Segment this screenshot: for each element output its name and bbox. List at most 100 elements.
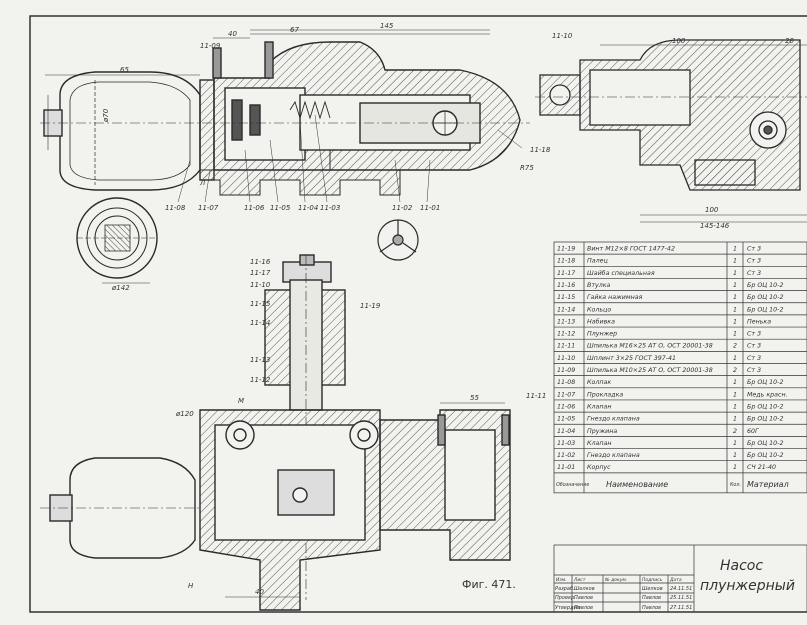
cap-end-view bbox=[76, 197, 158, 279]
bottom-view bbox=[40, 254, 511, 611]
title-signature: Павлов bbox=[642, 605, 661, 611]
part-material: Бр ОЦ 10-2 bbox=[747, 379, 783, 386]
part-material: Ст 3 bbox=[747, 258, 761, 265]
dim-145: 145 bbox=[380, 22, 394, 30]
title-name-line1: Насос bbox=[720, 558, 763, 574]
part-pos: 11-16 bbox=[557, 282, 575, 289]
title-signature: Шелков bbox=[642, 586, 663, 592]
dim-20: 20 bbox=[785, 37, 794, 45]
part-material: Медь красн. bbox=[747, 391, 788, 398]
part-pos: 11-19 bbox=[557, 246, 575, 253]
title-name-line2: плунжерный bbox=[700, 578, 795, 594]
part-pos: 11-08 bbox=[557, 379, 575, 386]
callout: 11-01 bbox=[420, 204, 440, 212]
part-name: Кольцо bbox=[587, 306, 611, 313]
part-name: Прокладка bbox=[587, 391, 623, 398]
part-qty: 1 bbox=[733, 331, 737, 338]
callout: 11-17 bbox=[250, 269, 271, 277]
title-rows: Разраб. Шелков Шелков 24.11.51 Провер. П… bbox=[555, 586, 692, 611]
part-material: Бр ОЦ 10-2 bbox=[747, 294, 783, 301]
part-material: Ст 3 bbox=[747, 367, 761, 374]
side-view bbox=[535, 39, 807, 191]
flange bbox=[199, 79, 215, 181]
part-qty: 1 bbox=[733, 440, 737, 447]
dim-r75: R75 bbox=[520, 164, 534, 172]
title-surname: Шелков bbox=[574, 586, 595, 592]
front-callouts: 11-09 11-08 11-07 11-06 11-05 11-04 11-0… bbox=[165, 42, 551, 212]
title-header: Лист bbox=[573, 577, 586, 583]
part-name: Шпилька М10×25 АТ О, ОСТ 20001-38 bbox=[587, 367, 713, 374]
title-date: 25.11.51 bbox=[670, 595, 692, 601]
section-label-m: М bbox=[238, 397, 244, 405]
parts-header-name: Наименование bbox=[606, 480, 668, 489]
callout: 11-02 bbox=[392, 204, 413, 212]
parts-list-text: 11-19 Винт М12×8 ГОСТ 1477-42 1 Ст 3 11-18 Па… bbox=[556, 246, 789, 489]
part-qty: 2 bbox=[733, 367, 737, 374]
dim-67: 67 bbox=[290, 26, 299, 34]
callout: 11-04 bbox=[298, 204, 318, 212]
parts-header-qty: Кол. bbox=[730, 482, 741, 488]
part-name: Винт М12×8 ГОСТ 1477-42 bbox=[587, 246, 675, 253]
title-role: Провер. bbox=[555, 595, 576, 601]
callout: 11-14 bbox=[250, 319, 270, 327]
dim-phi120: ø120 bbox=[175, 410, 194, 418]
title-signature: Павлов bbox=[642, 595, 661, 601]
section-label-l: Л bbox=[199, 179, 206, 187]
drawing-frame bbox=[29, 15, 807, 613]
dim-145-146: 145-146 bbox=[700, 222, 730, 230]
part-name: Гнездо клапана bbox=[587, 452, 640, 459]
part-name: Гайка нажимная bbox=[587, 294, 643, 301]
part-pos: 11-15 bbox=[557, 294, 575, 301]
part-qty: 1 bbox=[733, 258, 737, 265]
dim-65: 65 bbox=[120, 66, 129, 74]
callout: 11-15 bbox=[250, 300, 271, 308]
part-qty: 2 bbox=[733, 428, 737, 435]
title-surname: Павлов bbox=[574, 595, 593, 601]
callout: 11-11 bbox=[526, 392, 546, 400]
part-material: Ст 3 bbox=[747, 343, 761, 350]
part-qty: 1 bbox=[733, 270, 737, 277]
dim-100a: 100 bbox=[672, 37, 686, 45]
part-name: Гнездо клапана bbox=[587, 416, 640, 423]
part-qty: 1 bbox=[733, 379, 737, 386]
part-qty: 1 bbox=[733, 391, 737, 398]
title-header: Дата bbox=[669, 577, 682, 583]
bottom-dimensions bbox=[225, 402, 505, 598]
callout: 11-05 bbox=[270, 204, 291, 212]
callout: 11-07 bbox=[198, 204, 219, 212]
part-name: Клапан bbox=[587, 440, 611, 447]
part-material: Ст 3 bbox=[747, 270, 761, 277]
part-material: Бр ОЦ 10-2 bbox=[747, 403, 783, 410]
parts-header-material: Материал bbox=[747, 480, 789, 489]
title-role: Разраб. bbox=[555, 586, 575, 592]
dim-100b: 100 bbox=[705, 206, 719, 214]
spring bbox=[289, 100, 331, 120]
part-qty: 2 bbox=[733, 343, 737, 350]
bolt-hole bbox=[225, 420, 255, 450]
part-pos: 11-10 bbox=[557, 355, 575, 362]
title-role: Утвердил bbox=[555, 605, 581, 611]
callout: 11-16 bbox=[250, 258, 271, 266]
part-name: Палец bbox=[587, 258, 608, 265]
part-qty: 1 bbox=[733, 355, 737, 362]
part-name: Плунжер bbox=[587, 331, 617, 338]
part-pos: 11-02 bbox=[557, 452, 575, 459]
title-block bbox=[553, 544, 807, 613]
part-material: Ст 3 bbox=[747, 246, 761, 253]
part-pos: 11-18 bbox=[557, 258, 575, 265]
part-name: Пружина bbox=[587, 428, 617, 435]
side-dimensions bbox=[600, 44, 807, 223]
part-pos: 11-04 bbox=[557, 428, 575, 435]
part-material: Пенька bbox=[747, 318, 771, 325]
callout: 11-19 bbox=[360, 302, 381, 310]
part-name: Шайба специальная bbox=[587, 269, 655, 277]
part-material: Бр ОЦ 10-2 bbox=[747, 282, 783, 289]
part-pos: 11-09 bbox=[557, 367, 575, 374]
part-qty: 1 bbox=[733, 416, 737, 423]
part-material: Бр ОЦ 10-2 bbox=[747, 416, 783, 423]
dim-70: ø70 bbox=[102, 108, 110, 123]
part-pos: 11-17 bbox=[557, 270, 575, 277]
part-name: Колпак bbox=[587, 379, 611, 386]
part-qty: 1 bbox=[733, 282, 737, 289]
